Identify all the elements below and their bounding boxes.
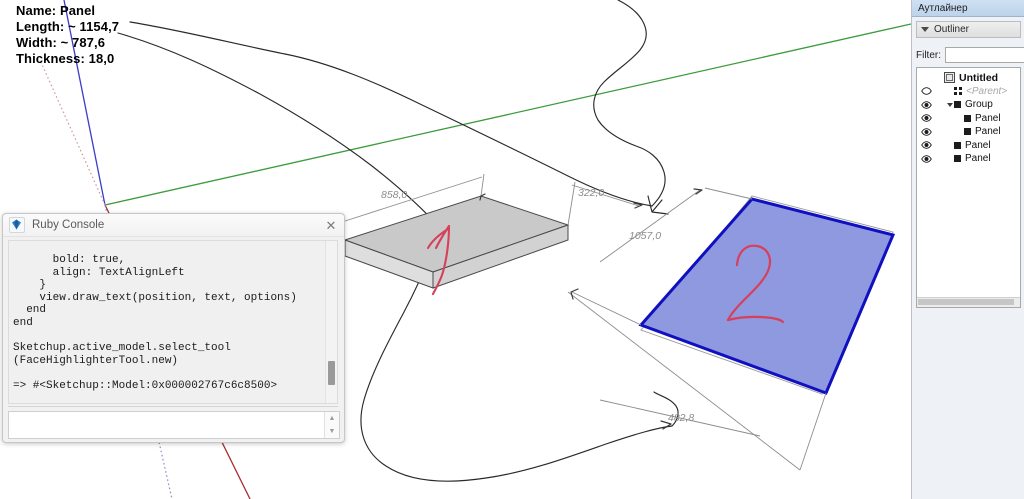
outliner-filter-row: Filter: <box>916 47 1024 63</box>
sketch-pen-strokes <box>117 0 679 482</box>
spinner-up-icon[interactable]: ▲ <box>328 415 336 422</box>
panel-icon <box>954 141 961 149</box>
console-vertical-scrollbar[interactable] <box>325 241 337 403</box>
ruby-console-input[interactable] <box>9 412 324 438</box>
dock-tab-label: Аутлайнер <box>918 2 968 14</box>
expander-collapse-icon[interactable] <box>945 102 954 107</box>
filter-input[interactable] <box>945 47 1024 63</box>
close-icon[interactable]: ✕ <box>325 217 337 233</box>
outliner-tree-row[interactable]: Panel <box>917 152 1020 166</box>
ruby-console-output-area[interactable]: bold: true, align: TextAlignLeft } view.… <box>8 240 338 404</box>
eye-visible-icon[interactable] <box>917 127 935 136</box>
group-icon <box>954 101 961 109</box>
hud-line-length: Length: ~ 1154,7 <box>16 19 120 34</box>
outliner-tree-row[interactable]: Panel <box>917 139 1020 153</box>
dim-edge-b <box>799 392 827 471</box>
dimension-1057: 1057,0 <box>629 230 661 242</box>
outliner-hscrollbar-thumb[interactable] <box>918 299 1014 305</box>
dimension-322: 322,0 <box>578 187 604 199</box>
axis-red-dotted <box>39 59 106 206</box>
panel-2-solid-selected[interactable] <box>638 195 896 395</box>
dim-4828-line <box>567 291 801 471</box>
ruby-console-title: Ruby Console <box>32 219 105 231</box>
dimension-858: 858,0 <box>381 189 407 201</box>
ruby-console-output: bold: true, align: TextAlignLeft } view.… <box>13 254 297 392</box>
outliner-horizontal-scrollbar[interactable] <box>917 297 1020 307</box>
panel-1-annotation-1 <box>426 224 451 296</box>
eye-hidden-icon[interactable] <box>917 87 935 96</box>
hud-line-thickness: Thickness: 18,0 <box>16 51 115 66</box>
dim-322-ext-a <box>567 181 576 226</box>
eye-visible-icon[interactable] <box>917 141 935 150</box>
outliner-tree-row[interactable]: Panel <box>917 125 1020 139</box>
outliner-item-label: Panel <box>975 112 1001 124</box>
dimension-4828: 482,8 <box>668 412 694 424</box>
console-divider <box>8 406 338 407</box>
dock-tab-outliner[interactable]: Аутлайнер <box>912 0 1024 17</box>
eye-visible-icon[interactable] <box>917 154 935 163</box>
axis-blue <box>63 0 106 206</box>
dim-edge-c <box>704 187 753 200</box>
panel-2-annotation-2 <box>726 244 785 324</box>
outliner-item-label: Panel <box>965 139 991 151</box>
outliner-panel-title: Outliner <box>934 24 970 35</box>
model-root-icon <box>944 72 955 84</box>
outliner-item-label: Group <box>965 99 993 111</box>
ruby-console-titlebar[interactable]: Ruby Console ✕ <box>3 214 344 237</box>
triangle-down-icon <box>946 102 953 107</box>
right-dock: Аутлайнер Outliner Filter: Untitled<Pare… <box>911 0 1024 499</box>
dim-1057-line <box>599 189 701 263</box>
outliner-item-label: Untitled <box>959 71 999 84</box>
spinner-down-icon[interactable]: ▼ <box>328 428 336 435</box>
component-grid-icon <box>954 87 962 96</box>
console-history-spinner[interactable]: ▲ ▼ <box>324 412 339 438</box>
panel-2-top-face <box>638 197 896 395</box>
panel-icon <box>964 114 971 122</box>
hud-line-name: Name: Panel <box>16 3 96 18</box>
dimension-lines <box>339 173 827 471</box>
filter-label: Filter: <box>916 49 941 61</box>
dim-4828-ext <box>599 399 761 437</box>
panel-1-right-face <box>432 224 569 289</box>
console-scrollbar-thumb[interactable] <box>328 361 335 385</box>
panel-icon <box>964 128 971 136</box>
entity-info-overlay: Name: Panel Length: ~ 1154,7 Width: ~ 78… <box>16 3 119 67</box>
ruby-gem-icon <box>9 217 25 233</box>
outliner-tree-row[interactable]: Untitled <box>917 71 1020 85</box>
eye-visible-icon[interactable] <box>917 114 935 123</box>
axis-green <box>104 23 911 206</box>
panel-icon <box>954 155 961 163</box>
chevron-down-icon[interactable] <box>921 27 929 32</box>
ruby-console-input-row[interactable]: ▲ ▼ <box>8 411 340 439</box>
panel-1-solid[interactable] <box>343 195 570 289</box>
outliner-item-label: Panel <box>965 153 991 165</box>
outliner-tree-row[interactable]: Panel <box>917 112 1020 126</box>
ruby-console-window[interactable]: Ruby Console ✕ bold: true, align: TextAl… <box>2 213 345 443</box>
dimension-arrows <box>479 188 703 430</box>
outliner-tree-row[interactable]: Group <box>917 98 1020 112</box>
outliner-panel-header[interactable]: Outliner <box>916 21 1021 38</box>
dim-edge-a <box>571 291 642 326</box>
outliner-item-label: Panel <box>975 126 1001 138</box>
dim-858-line <box>341 176 483 223</box>
dim-322-line <box>571 184 640 207</box>
outliner-tree-row[interactable]: <Parent> <box>917 85 1020 99</box>
dim-858-ext-b <box>480 173 485 197</box>
eye-visible-icon[interactable] <box>917 100 935 109</box>
outliner-item-label: <Parent> <box>966 85 1008 97</box>
hud-line-width: Width: ~ 787,6 <box>16 35 106 50</box>
